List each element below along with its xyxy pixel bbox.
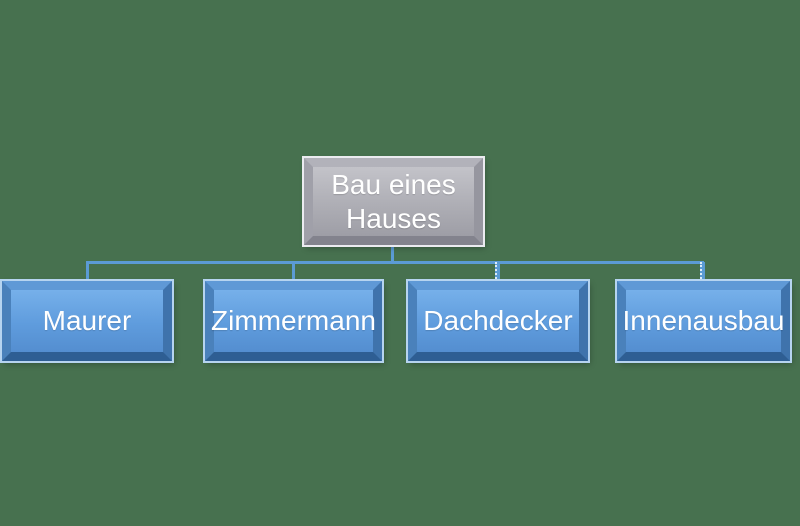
node-innenausbau-face: Innenausbau: [623, 290, 784, 352]
connector-drop-maurer: [86, 262, 89, 282]
node-maurer-label: Maurer: [42, 305, 132, 336]
connector-drop-innenausbau: [700, 262, 705, 282]
connector-drop-dachdecker: [495, 262, 500, 282]
node-maurer-face: Maurer: [11, 290, 163, 352]
node-dachdecker-label: Dachdecker: [423, 305, 573, 336]
node-zimmermann-label: Zimmermann: [211, 305, 376, 336]
connector-root-stem: [391, 244, 394, 263]
node-root-face: Bau eines Hauses: [313, 167, 474, 236]
node-root[interactable]: Bau eines Hauses: [304, 158, 483, 245]
node-dachdecker-face: Dachdecker: [417, 290, 579, 352]
node-root-label: Bau eines Hauses: [331, 168, 456, 234]
node-zimmermann-face: Zimmermann: [211, 290, 376, 352]
connector-drop-zimmermann: [292, 262, 295, 282]
node-maurer[interactable]: Maurer: [2, 281, 172, 361]
node-zimmermann[interactable]: Zimmermann: [205, 281, 382, 361]
node-innenausbau-label: Innenausbau: [622, 305, 785, 336]
connector-horizontal-bus: [86, 261, 704, 264]
node-innenausbau[interactable]: Innenausbau: [617, 281, 790, 361]
node-dachdecker[interactable]: Dachdecker: [408, 281, 588, 361]
